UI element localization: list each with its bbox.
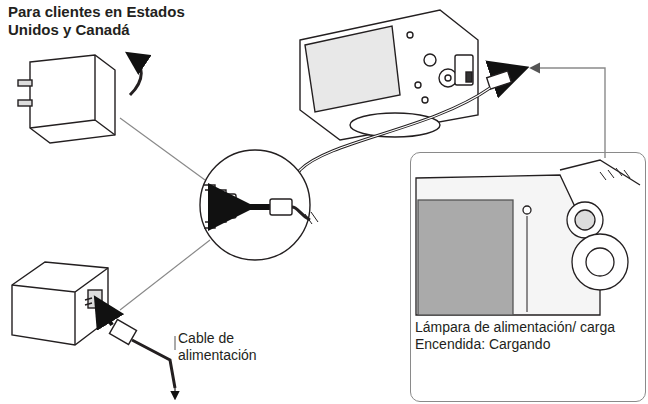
lamp-label: Encendida: Cargando [413,336,643,353]
part-label: Cable de alimentación [178,330,288,364]
heading: Para clientes en Estados Unidos y Canadá [8,3,208,39]
inset-box: Lámpara de alimentación/ cargaEncendida:… [410,152,646,402]
lamp-label: Lámpara de alimentación/ carga [413,319,643,336]
